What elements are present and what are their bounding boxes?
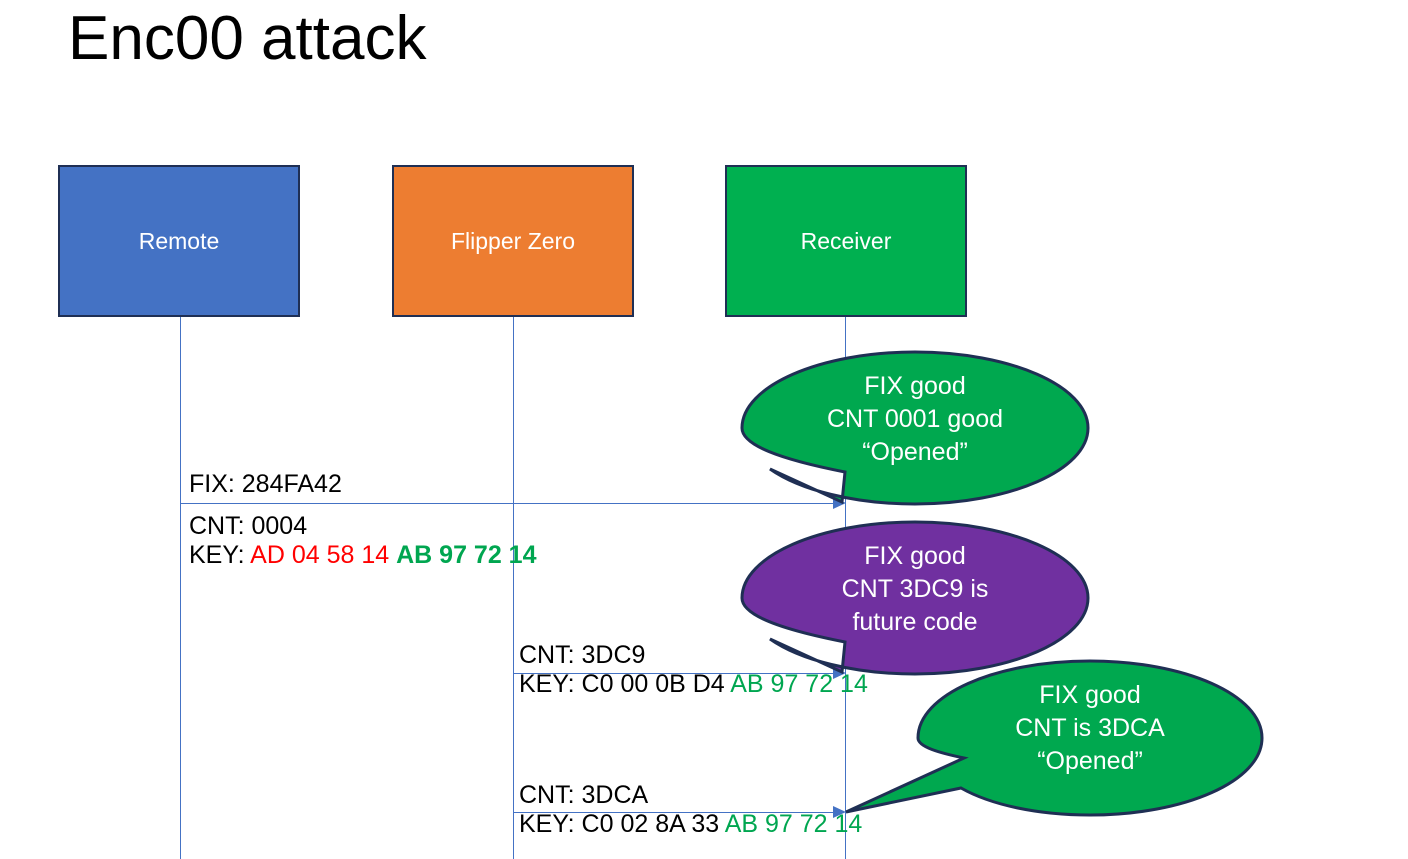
message-arrow-3-line [513,812,840,813]
lifeline-flipper [513,317,514,859]
actor-box-flipper-zero: Flipper Zero [392,165,634,317]
callout-bubble-1: FIX good CNT 0001 good “Opened” [740,350,1090,506]
message-arrow-3-head [833,806,846,818]
message-label-1: FIX: 284FA42 [189,470,342,499]
message-arrow-1-line [180,503,840,504]
callout-bubble-3: FIX good CNT is 3DCA “Opened” [845,659,1264,817]
message-label-1-detail-line-1: CNT: 0004 [189,512,308,540]
message-label-1-detail-line-2: KEY: AD 04 58 14 AB 97 72 14 [189,540,537,569]
message-label-3-line-1: CNT: 3DCA [519,781,649,809]
message-label-2-line-2: KEY: C0 00 0B D4 AB 97 72 14 [519,669,868,698]
message-label-1-detail: CNT: 0004 KEY: AD 04 58 14 AB 97 72 14 [189,512,536,570]
message-label-3-line-2: KEY: C0 02 8A 33 AB 97 72 14 [519,809,863,838]
message-arrow-2-line [513,673,840,674]
actor-label-remote: Remote [138,227,220,254]
message-label-2-line-1: CNT: 3DC9 [519,641,646,669]
message-label-1-line-1: FIX: 284FA42 [189,470,342,498]
actor-label-receiver: Receiver [800,227,892,254]
message-label-3: CNT: 3DCA KEY: C0 02 8A 33 AB 97 72 14 [519,781,862,839]
actor-box-receiver: Receiver [725,165,967,317]
actor-box-remote: Remote [58,165,300,317]
actor-label-flipper-zero: Flipper Zero [451,227,575,254]
page-title: Enc00 attack [68,4,427,73]
message-label-2: CNT: 3DC9 KEY: C0 00 0B D4 AB 97 72 14 [519,641,868,699]
lifeline-remote [180,317,181,859]
callout-bubble-2: FIX good CNT 3DC9 is future code [740,520,1090,676]
